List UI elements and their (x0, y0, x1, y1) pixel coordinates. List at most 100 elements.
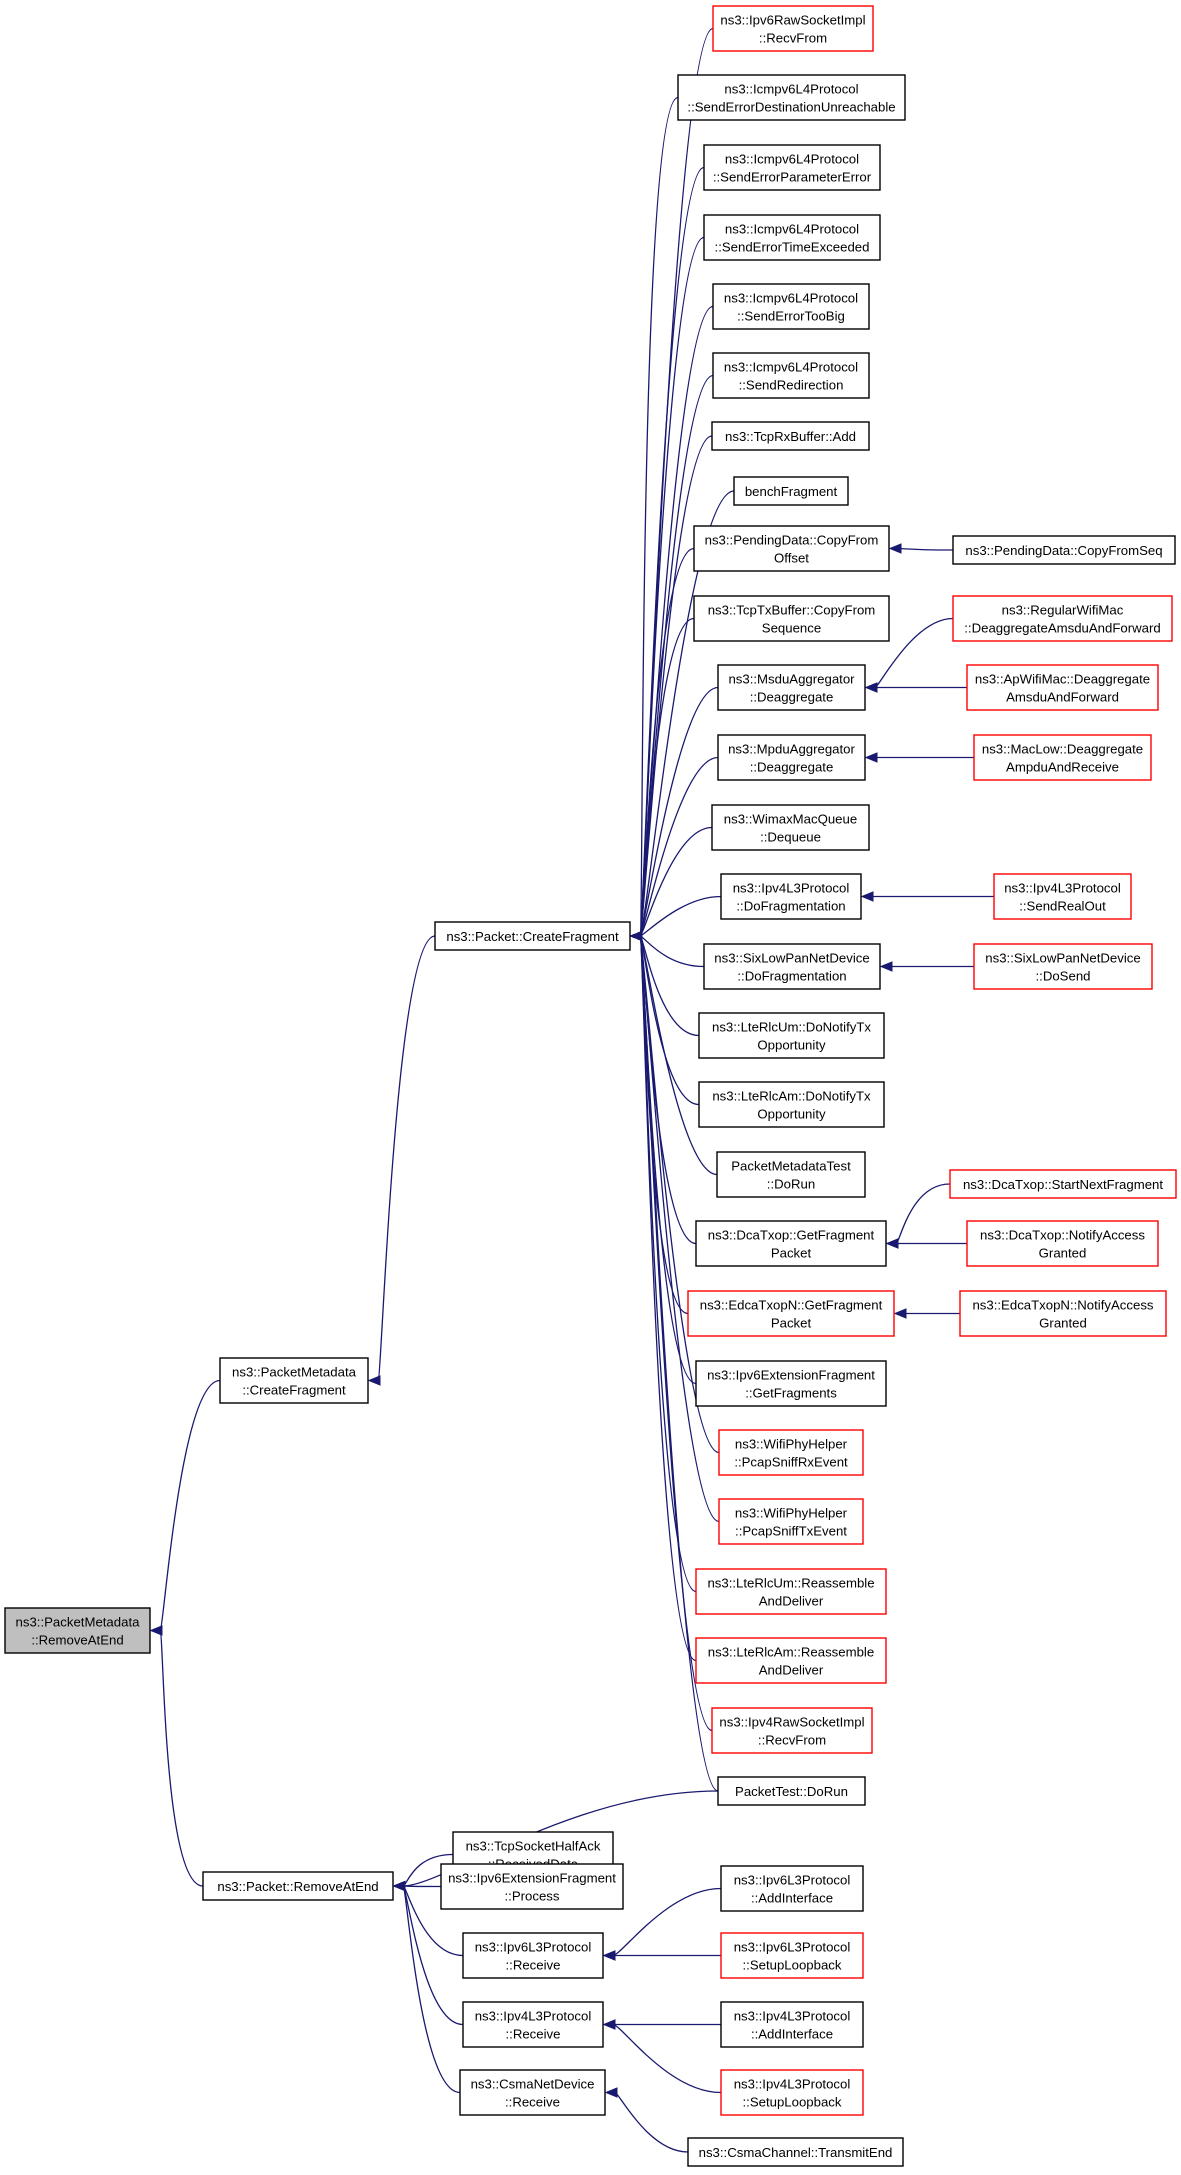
node-box (703, 214, 881, 261)
node-label: ::Deaggregate (750, 760, 834, 775)
node-label: ::PcapSniffRxEvent (734, 1455, 848, 1470)
node-label: ns3::LteRlcAm::Reassemble (708, 1645, 874, 1660)
node-label: ns3::PacketMetadata (16, 1615, 141, 1630)
node-label: ns3::PacketMetadata (232, 1365, 357, 1380)
node-label: ::DoSend (1036, 969, 1091, 984)
node-box (202, 1871, 394, 1901)
node-label: ::SendErrorParameterError (713, 170, 872, 185)
node-label: ns3::CsmaChannel::TransmitEnd (699, 2145, 893, 2160)
node-box (720, 2001, 864, 2048)
node-icmp-redirect[interactable]: ns3::Icmpv6L4Protocol::SendRedirection (712, 352, 870, 399)
node-wifiphy-rx[interactable]: ns3::WifiPhyHelper::PcapSniffRxEvent (718, 1429, 864, 1476)
node-ipv6l3-loopback[interactable]: ns3::Ipv6L3Protocol::SetupLoopback (720, 1932, 864, 1979)
node-label: ::Deaggregate (750, 690, 834, 705)
node-box (718, 1498, 864, 1545)
node-label: ns3::LteRlcUm::Reassemble (707, 1576, 874, 1591)
node-ipv4l3-loopback[interactable]: ns3::Ipv4L3Protocol::SetupLoopback (720, 2069, 864, 2116)
node-label: ::SetupLoopback (743, 2095, 842, 2110)
node-box (959, 1290, 1167, 1337)
node-box (716, 1151, 866, 1198)
node-wimax-dequeue[interactable]: ns3::WimaxMacQueue::Dequeue (711, 804, 870, 851)
node-box (695, 1220, 887, 1267)
node-pm-removeatend[interactable]: ns3::PacketMetadata::RemoveAtEnd (4, 1607, 151, 1654)
node-regular-deagg[interactable]: ns3::RegularWifiMac::DeaggregateAmsduAnd… (952, 595, 1173, 642)
node-benchfragment[interactable]: benchFragment (733, 476, 849, 506)
node-icmp-param[interactable]: ns3::Icmpv6L4Protocol::SendErrorParamete… (703, 144, 881, 191)
node-pending-seq[interactable]: ns3::PendingData::CopyFromSeq (952, 535, 1176, 565)
node-box (717, 1776, 866, 1806)
node-box (462, 1932, 604, 1979)
node-csma-transmitend[interactable]: ns3::CsmaChannel::TransmitEnd (687, 2137, 904, 2167)
node-pm-createfragment[interactable]: ns3::PacketMetadata::CreateFragment (219, 1357, 369, 1404)
edge-p_removeatend-to-pm_removeatend (149, 1625, 204, 1887)
node-ipv6l3-receive[interactable]: ns3::Ipv6L3Protocol::Receive (462, 1932, 604, 1979)
node-packettest-dorun[interactable]: PacketTest::DoRun (717, 1776, 866, 1806)
edge-pending_seq-to-pending_offset (888, 543, 954, 554)
node-box (973, 943, 1153, 990)
node-icmp-toobig[interactable]: ns3::Icmpv6L4Protocol::SendErrorTooBig (712, 283, 870, 330)
node-label: ns3::Ipv4L3Protocol (734, 2009, 851, 2024)
node-dcatxop-startnext[interactable]: ns3::DcaTxop::StartNextFragment (949, 1169, 1177, 1199)
node-box (720, 2069, 864, 2116)
edge-maclow_deagg-to-mpdu_deagg (864, 752, 974, 763)
node-icmp-time[interactable]: ns3::Icmpv6L4Protocol::SendErrorTimeExce… (703, 214, 881, 261)
edge-csma_transmitend-to-csma_receive (604, 2087, 689, 2153)
node-ipv4l3-receive[interactable]: ns3::Ipv4L3Protocol::Receive (462, 2001, 604, 2048)
node-ipv6ext-getfrags[interactable]: ns3::Ipv6ExtensionFragment::GetFragments (695, 1360, 887, 1407)
node-label: ::GetFragments (745, 1386, 837, 1401)
node-sixlow-dosend[interactable]: ns3::SixLowPanNetDevice::DoSend (973, 943, 1153, 990)
node-ipv4raw-recvfrom[interactable]: ns3::Ipv4RawSocketImpl::RecvFrom (711, 1707, 873, 1754)
node-wifiphy-tx[interactable]: ns3::WifiPhyHelper::PcapSniffTxEvent (718, 1498, 864, 1545)
node-label: ::DoFragmentation (736, 899, 845, 914)
node-label: ::AddInterface (751, 2027, 833, 2042)
node-label: ::Receive (506, 1958, 561, 1973)
edge-ipv4l3_loopback-to-ipv4l3_receive (602, 2019, 722, 2094)
node-box (712, 352, 870, 399)
node-label: benchFragment (745, 484, 838, 499)
node-tcprx-add[interactable]: ns3::TcpRxBuffer::Add (711, 421, 870, 451)
node-label: ::SendRedirection (739, 378, 844, 393)
node-label: ::DeaggregateAmsduAndForward (964, 621, 1160, 636)
node-label: ns3::TcpSocketHalfAck (466, 1839, 601, 1854)
node-label: ns3::Ipv4L3Protocol (475, 2009, 592, 2024)
node-p-removeatend[interactable]: ns3::Packet::RemoveAtEnd (202, 1871, 394, 1901)
node-ipv4l3-addif[interactable]: ns3::Ipv4L3Protocol::AddInterface (720, 2001, 864, 2048)
node-ipv4l3-sendrealout[interactable]: ns3::Ipv4L3Protocol::SendRealOut (993, 873, 1132, 920)
node-icmp-dest[interactable]: ns3::Icmpv6L4Protocol::SendErrorDestinat… (677, 74, 906, 121)
node-label: ns3::Icmpv6L4Protocol (724, 360, 858, 375)
node-mpdu-deagg[interactable]: ns3::MpduAggregator::Deaggregate (717, 734, 866, 781)
node-ipv6ext-process[interactable]: ns3::Ipv6ExtensionFragment::Process (440, 1863, 624, 1910)
edge-dcatxop_notify-to-dcatxop_getfrag (885, 1238, 967, 1249)
node-label: ns3::Icmpv6L4Protocol (724, 82, 858, 97)
node-box (720, 1932, 864, 1979)
node-box (966, 664, 1159, 711)
node-label: ::DoFragmentation (737, 969, 846, 984)
node-label: ns3::Ipv4RawSocketImpl (719, 1715, 864, 1730)
node-p-createfragment[interactable]: ns3::Packet::CreateFragment (434, 921, 631, 951)
node-label: Granted (1039, 1246, 1087, 1261)
node-ipv6raw-recvfrom[interactable]: ns3::Ipv6RawSocketImpl::RecvFrom (712, 5, 874, 52)
node-sixlow-dofrag[interactable]: ns3::SixLowPanNetDevice::DoFragmentation (703, 943, 881, 990)
node-box (952, 535, 1176, 565)
node-pmtest-dorun[interactable]: PacketMetadataTest::DoRun (716, 1151, 866, 1198)
node-msdu-deagg[interactable]: ns3::MsduAggregator::Deaggregate (717, 664, 866, 711)
node-ipv4l3-dofrag[interactable]: ns3::Ipv4L3Protocol::DoFragmentation (720, 873, 862, 920)
node-ap-deagg[interactable]: ns3::ApWifiMac::DeaggregateAmsduAndForwa… (966, 664, 1159, 711)
node-csma-receive[interactable]: ns3::CsmaNetDevice::Receive (459, 2069, 606, 2116)
node-label: Packet (771, 1246, 812, 1261)
node-label: Packet (771, 1316, 812, 1331)
node-box (952, 595, 1173, 642)
node-ipv6l3-addif[interactable]: ns3::Ipv6L3Protocol::AddInterface (720, 1865, 864, 1912)
node-label: ns3::SixLowPanNetDevice (714, 951, 869, 966)
